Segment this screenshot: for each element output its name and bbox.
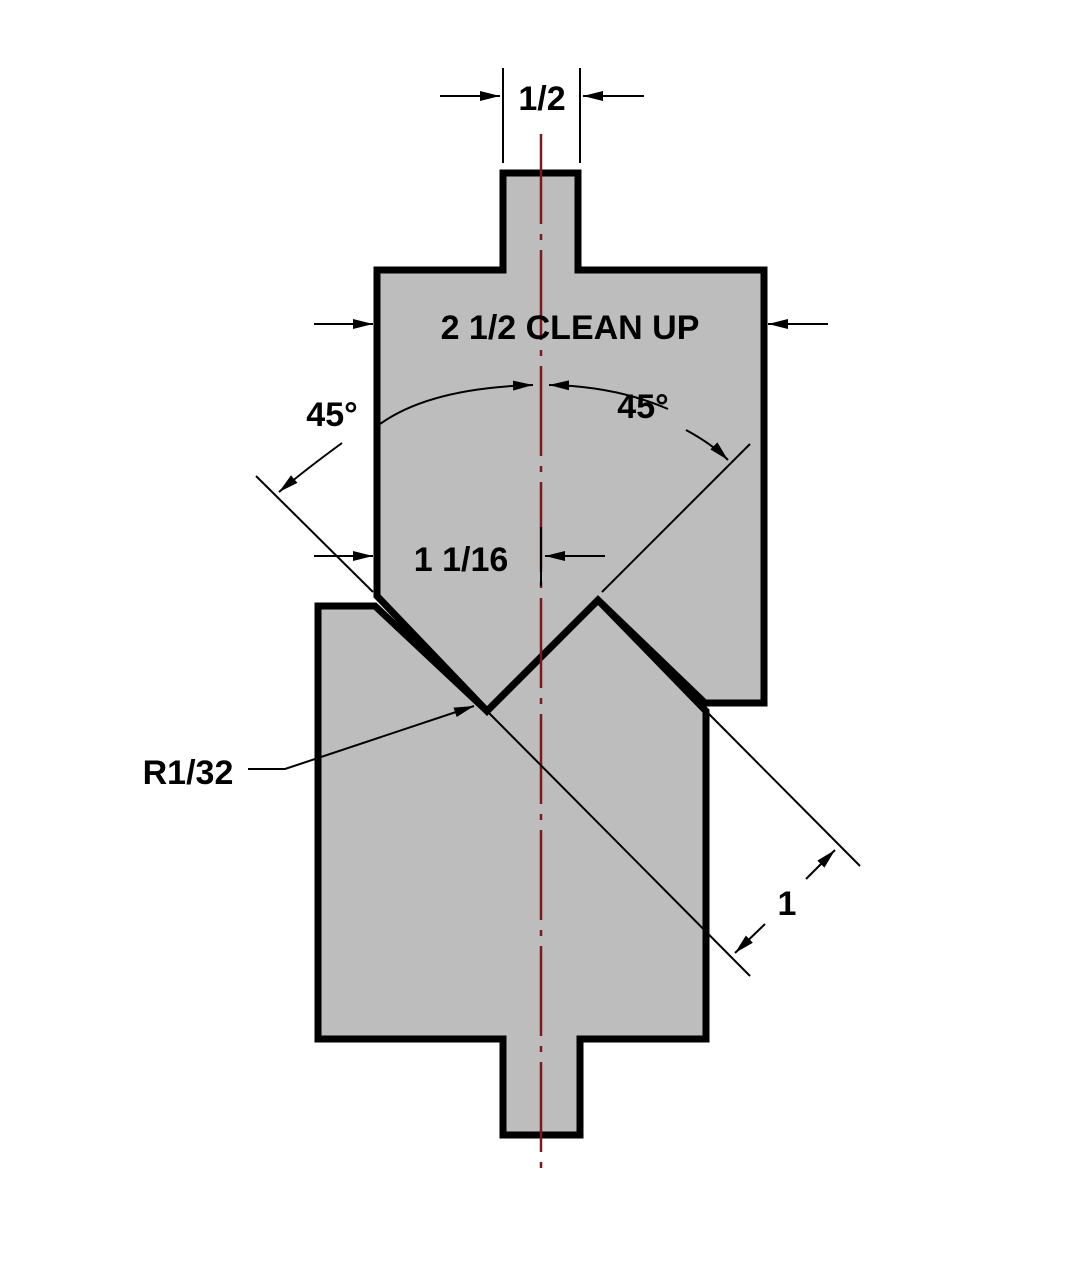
half-width-label: 1 1/16	[414, 541, 509, 579]
angle-left-label: 45°	[306, 396, 357, 434]
tang-width-dimension: 1/2	[440, 68, 644, 163]
v-depth-label: 1	[778, 885, 797, 923]
clean-up-label: 2 1/2 CLEAN UP	[441, 309, 700, 347]
radius-leader: R1/32	[143, 705, 475, 792]
tang-width-label: 1/2	[518, 80, 565, 118]
v-depth-dimension: 1	[734, 849, 836, 954]
clean-up-dimension: 2 1/2 CLEAN UP	[314, 309, 828, 347]
angle-right-label: 45°	[617, 388, 668, 426]
half-width-dimension: 1 1/16	[314, 527, 605, 586]
radius-label: R1/32	[143, 754, 234, 792]
angle-dimension: 45° 45°	[278, 380, 729, 493]
v-extension-lines	[255, 443, 861, 977]
upper-punch	[373, 169, 768, 717]
